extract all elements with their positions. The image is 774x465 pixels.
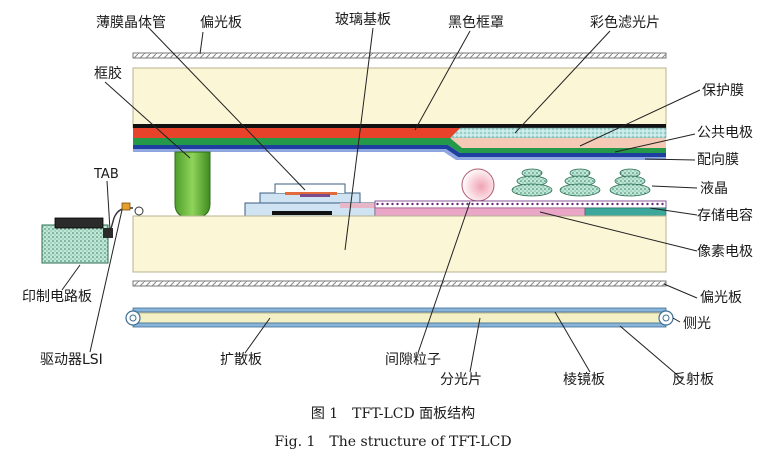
sealant <box>174 151 211 219</box>
liquid-crystal-cone <box>559 168 601 197</box>
label-protective-film: 保护膜 <box>702 83 744 99</box>
label-tft: 薄膜晶体管 <box>96 15 166 31</box>
pixel-electrode <box>374 207 586 217</box>
label-tab: TAB <box>93 167 119 182</box>
label-color-filter: 彩色滤光片 <box>590 14 660 31</box>
black-matrix-layer <box>133 124 666 128</box>
caption-en: Fig. 1 The structure of TFT-LCD <box>274 434 511 450</box>
label-glass-substrate: 玻璃基板 <box>335 11 391 28</box>
green-layer <box>133 138 666 153</box>
bottom-glass-substrate <box>132 215 667 273</box>
liquid-crystal-cone <box>511 168 553 197</box>
pixel-electrode-bar <box>374 200 667 209</box>
label-liquid-crystal: 液晶 <box>700 181 728 197</box>
label-prism-sheet: 棱镜板 <box>563 372 605 388</box>
label-storage-capacitor: 存储电容 <box>697 207 753 224</box>
label-black-matrix: 黑色框罩 <box>448 14 504 31</box>
label-polarizer-top: 偏光板 <box>200 15 242 31</box>
top-polarizer <box>132 52 667 59</box>
diffuser-plate <box>132 312 667 324</box>
reflector-plate <box>132 322 667 328</box>
label-diffuser: 扩散板 <box>220 352 262 368</box>
label-sealant: 框胶 <box>94 65 122 82</box>
prism-sheet <box>132 307 667 313</box>
tab-connector <box>134 206 144 216</box>
spacer-ball <box>461 168 495 202</box>
label-pcb: 印制电路板 <box>22 289 92 305</box>
side-light-left <box>125 310 141 326</box>
red-layer <box>133 128 460 138</box>
side-light-right <box>658 310 674 326</box>
label-common-electrode: 公共电极 <box>697 125 753 141</box>
storage-capacitor <box>584 207 667 217</box>
label-spacer: 间隙粒子 <box>385 352 441 368</box>
driver-lsi-chip <box>121 202 131 211</box>
leader-lines <box>61 26 701 380</box>
printed-circuit-board <box>41 217 113 264</box>
alignment-film-layer <box>133 149 666 160</box>
liquid-crystal-group <box>511 168 651 197</box>
label-pixel-electrode: 像素电极 <box>697 244 753 260</box>
color-filter <box>449 127 667 139</box>
label-side-light: 侧光 <box>683 316 711 332</box>
top-glass-substrate <box>132 67 667 129</box>
label-light-guide: 分光片 <box>440 372 482 388</box>
bottom-polarizer <box>132 280 667 287</box>
protective-film-layer <box>133 138 666 148</box>
caption-cn: 图 1 TFT-LCD 面板结构 <box>311 406 475 422</box>
label-alignment-film: 配向膜 <box>697 152 739 168</box>
liquid-crystal-cone <box>609 168 651 197</box>
label-reflector: 反射板 <box>672 372 714 388</box>
common-electrode-layer <box>133 145 666 157</box>
label-polarizer-bottom: 偏光板 <box>700 290 742 306</box>
tft-structure <box>244 183 376 217</box>
label-driver-lsi: 驱动器LSI <box>40 352 103 368</box>
